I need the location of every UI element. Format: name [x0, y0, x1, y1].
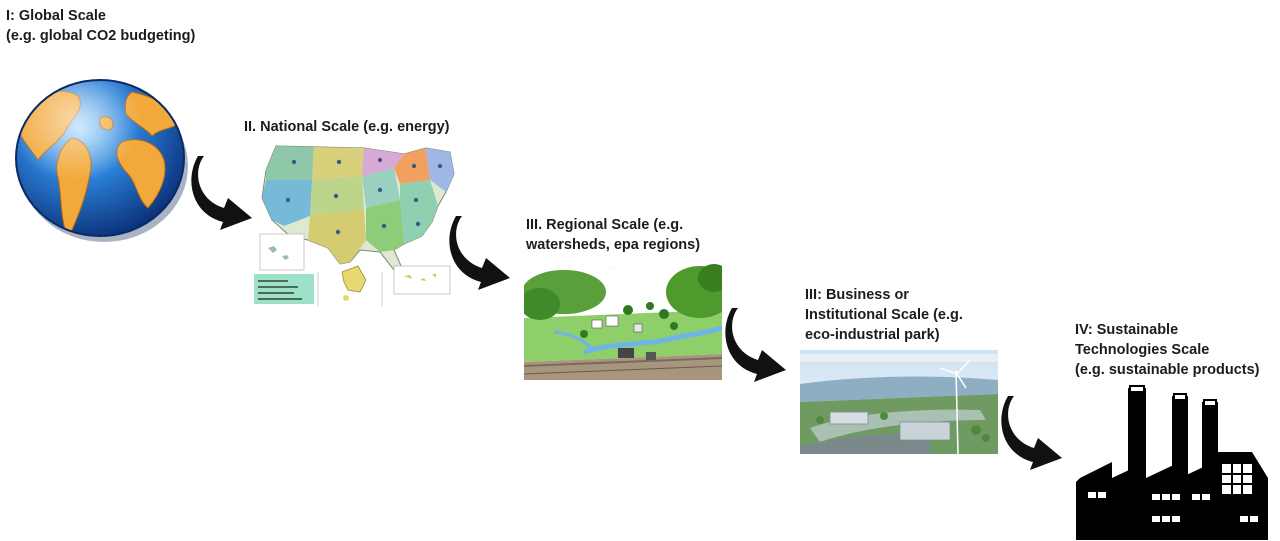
stage-label-line: (e.g. sustainable products) [1075, 362, 1260, 378]
svg-text:·: · [610, 266, 612, 272]
stage-label-global: I: Global Scale (e.g. global CO2 budgeti… [6, 6, 195, 46]
stage-label-line: eco-industrial park) [805, 327, 940, 343]
stage-label-business: III: Business or Institutional Scale (e.… [805, 285, 963, 345]
factory-icon [1076, 385, 1268, 540]
stage-label-line: (e.g. global CO2 budgeting) [6, 28, 196, 44]
stage-label-line: IV: Sustainable [1075, 322, 1179, 338]
stage-label-line: III. Regional Scale (e.g. [526, 217, 684, 233]
curved-arrow-icon [191, 156, 252, 230]
curved-arrow-icon [449, 216, 510, 290]
stage-label-line: II. National Scale (e.g. energy) [244, 119, 450, 135]
stage-label-national: II. National Scale (e.g. energy) [244, 117, 449, 137]
stage-label-regional: III. Regional Scale (e.g. watersheds, ep… [526, 215, 700, 255]
stage-label-line: III: Business or [805, 287, 909, 303]
globe-icon [15, 79, 188, 242]
stage-label-line: watersheds, epa regions) [526, 237, 701, 253]
us-map-icon [254, 145, 455, 306]
stage-label-line: Institutional Scale (e.g. [805, 307, 963, 323]
stage-label-line: Technologies Scale [1075, 342, 1210, 358]
stage-label-line: I: Global Scale [6, 8, 106, 24]
watershed-landscape-icon: · [524, 264, 722, 380]
curved-arrow-icon [1001, 396, 1062, 470]
curved-arrow-icon [725, 308, 786, 382]
eco-industrial-park-icon [800, 350, 998, 454]
stage-label-technologies: IV: Sustainable Technologies Scale (e.g.… [1075, 320, 1260, 380]
